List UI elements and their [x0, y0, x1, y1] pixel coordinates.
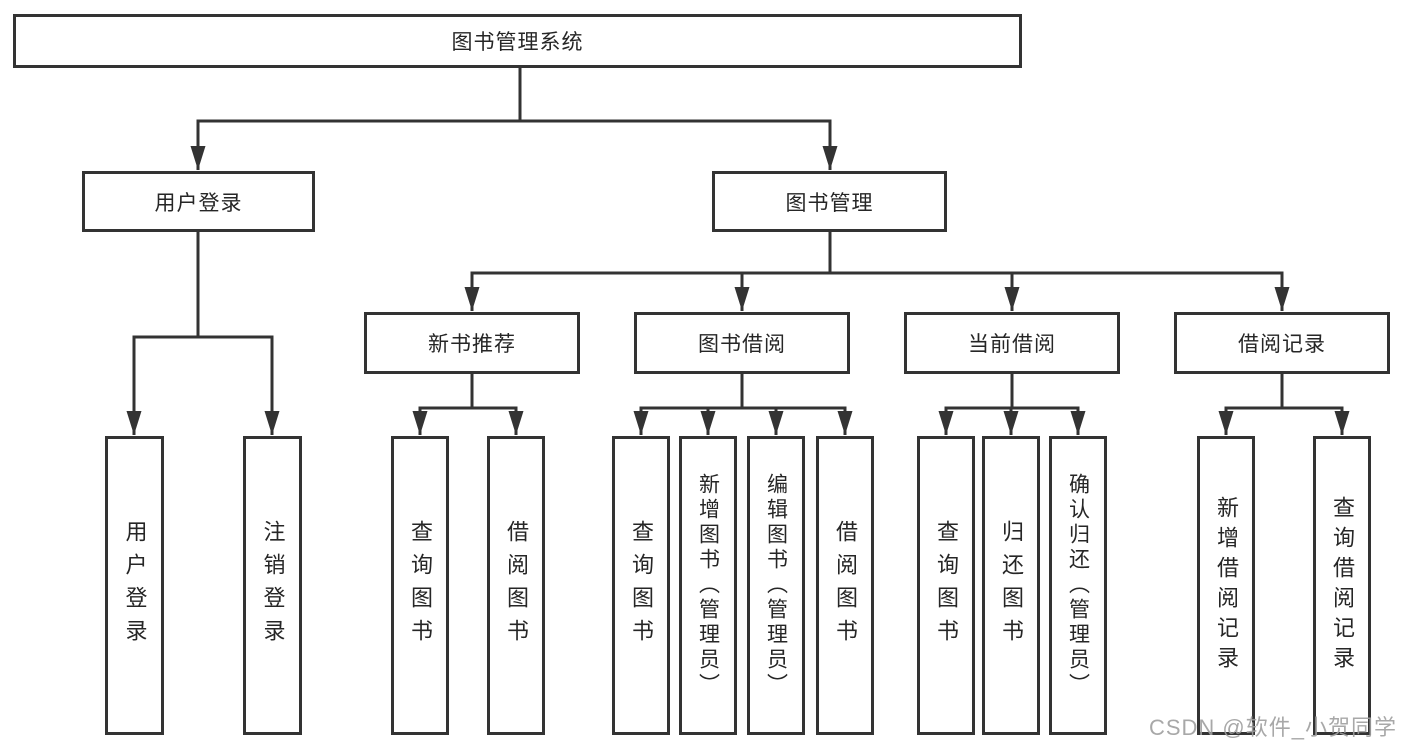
node-book-management-label: 图书管理	[785, 191, 874, 215]
node-br-query-record: 查询借阅记录	[1313, 436, 1371, 735]
node-user-login: 用户登录	[82, 171, 315, 232]
node-bb-query-book: 查询图书	[612, 436, 670, 735]
node-book-borrow-label: 图书借阅	[698, 333, 786, 356]
node-new-book-recommend-label: 新书推荐	[428, 333, 516, 356]
node-bb-borrow-book-label: 借阅图书	[833, 519, 858, 652]
node-current-borrow-label: 当前借阅	[968, 333, 1056, 356]
node-root-label: 图书管理系统	[451, 31, 584, 54]
node-borrow-record: 借阅记录	[1174, 312, 1390, 374]
csdn-watermark: CSDN @软件_小贺同学	[1148, 715, 1397, 740]
node-rec-borrow-book-label: 借阅图书	[504, 519, 529, 652]
node-br-add-record-label: 新增借阅记录	[1214, 495, 1239, 676]
node-borrow-record-label: 借阅记录	[1238, 333, 1326, 356]
node-cb-confirm-return-label: 确认归还（管理员）	[1066, 473, 1090, 698]
node-rec-query-book-label: 查询图书	[408, 519, 433, 652]
node-rec-query-book: 查询图书	[391, 436, 449, 735]
node-leaf-user-login-label: 用户登录	[122, 519, 148, 652]
node-br-query-record-label: 查询借阅记录	[1330, 495, 1355, 676]
node-bb-query-book-label: 查询图书	[629, 519, 654, 652]
node-new-book-recommend: 新书推荐	[364, 312, 580, 374]
node-current-borrow: 当前借阅	[904, 312, 1120, 374]
node-leaf-logout-label: 注销登录	[260, 519, 286, 652]
node-bb-edit-book-label: 编辑图书（管理员）	[764, 473, 788, 698]
node-book-borrow: 图书借阅	[634, 312, 850, 374]
node-bb-add-book-label: 新增图书（管理员）	[696, 473, 720, 698]
node-book-management: 图书管理	[712, 171, 947, 232]
node-user-login-label: 用户登录	[154, 191, 243, 215]
node-cb-return-book-label: 归还图书	[999, 519, 1024, 652]
node-cb-query-book: 查询图书	[917, 436, 975, 735]
node-rec-borrow-book: 借阅图书	[487, 436, 545, 735]
node-bb-add-book: 新增图书（管理员）	[679, 436, 737, 735]
node-cb-query-book-label: 查询图书	[934, 519, 959, 652]
node-leaf-logout: 注销登录	[243, 436, 302, 735]
node-br-add-record: 新增借阅记录	[1197, 436, 1255, 735]
node-cb-return-book: 归还图书	[982, 436, 1040, 735]
node-cb-confirm-return: 确认归还（管理员）	[1049, 436, 1107, 735]
node-leaf-user-login: 用户登录	[105, 436, 164, 735]
node-bb-borrow-book: 借阅图书	[816, 436, 874, 735]
node-bb-edit-book: 编辑图书（管理员）	[747, 436, 805, 735]
node-root: 图书管理系统	[13, 14, 1022, 68]
